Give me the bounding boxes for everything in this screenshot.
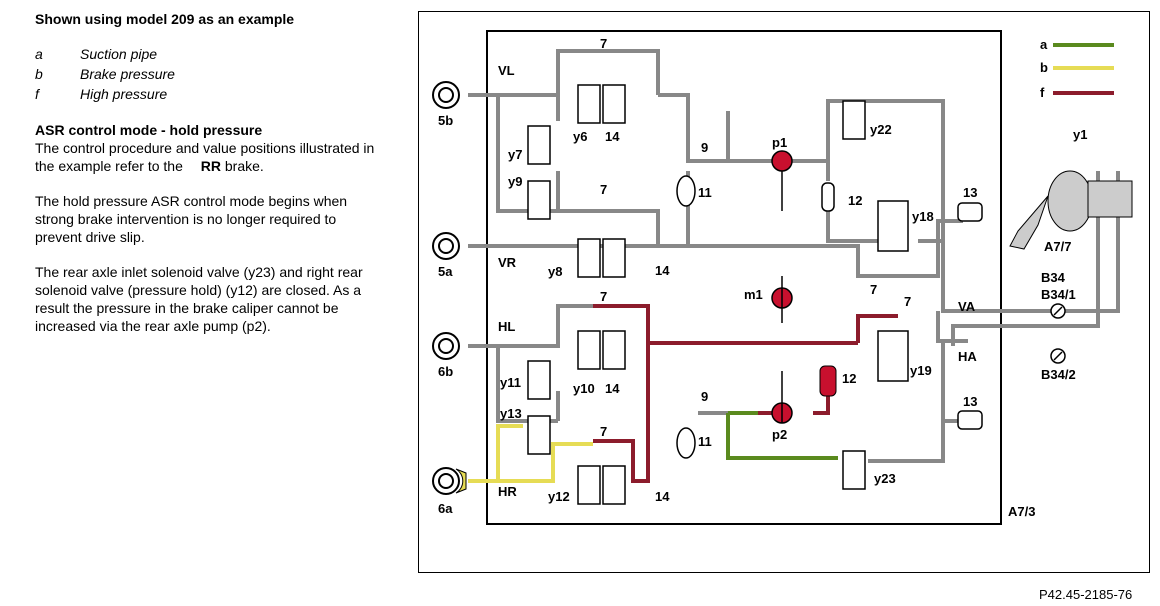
legend-key: f bbox=[35, 86, 39, 102]
label-14d: 14 bbox=[655, 489, 670, 504]
label-a7-7: A7/7 bbox=[1044, 239, 1071, 254]
section-title: ASR control mode - hold pressure bbox=[35, 122, 263, 138]
label-y7: y7 bbox=[508, 147, 522, 162]
label-ha: HA bbox=[958, 349, 977, 364]
label-y9: y9 bbox=[508, 174, 522, 189]
label-y10: y10 bbox=[573, 381, 595, 396]
label-11b: 11 bbox=[698, 434, 712, 449]
label-p1: p1 bbox=[772, 135, 787, 150]
legend-key-b: b bbox=[1040, 60, 1048, 75]
pressure-gauges bbox=[1050, 303, 1066, 364]
label-13b: 13 bbox=[963, 394, 977, 409]
label-y6: y6 bbox=[573, 129, 587, 144]
label-6b: 6b bbox=[438, 364, 453, 379]
label-y18: y18 bbox=[912, 209, 934, 224]
label-vr: VR bbox=[498, 255, 517, 270]
brake-pressure-pipes bbox=[468, 424, 593, 483]
hydraulic-diagram: a b f bbox=[418, 11, 1150, 573]
label-y1: y1 bbox=[1073, 127, 1087, 142]
label-vl: VL bbox=[498, 63, 515, 78]
label-12b: 12 bbox=[842, 371, 856, 386]
label-y22: y22 bbox=[870, 122, 892, 137]
label-11a: 11 bbox=[698, 185, 712, 200]
legend-item: a Suction pipe bbox=[35, 44, 385, 64]
label-y23: y23 bbox=[874, 471, 896, 486]
legend-key-f: f bbox=[1040, 85, 1045, 100]
legend-list: a Suction pipe b Brake pressure f High p… bbox=[35, 44, 385, 104]
figure-reference: P42.45-2185-76 bbox=[1039, 587, 1133, 602]
paragraph-1-end: brake. bbox=[224, 158, 264, 174]
label-va: VA bbox=[958, 299, 976, 314]
label-y8: y8 bbox=[548, 264, 562, 279]
description-column: Shown using model 209 as an example a Su… bbox=[35, 10, 385, 335]
label-y11: y11 bbox=[500, 375, 521, 390]
solenoid-valves bbox=[527, 84, 909, 505]
paragraph-2: The hold pressure ASR control mode begin… bbox=[35, 193, 348, 245]
label-6a: 6a bbox=[438, 501, 453, 516]
page-title: Shown using model 209 as an example bbox=[35, 11, 295, 27]
label-hr: HR bbox=[498, 484, 517, 499]
label-b34-2: B34/2 bbox=[1041, 367, 1076, 382]
diagram-labels: VL VR HL HR VA HA 5b 5a 6b 6a y7 y9 y6 1… bbox=[438, 36, 1087, 519]
label-b34-1: B34/1 bbox=[1041, 287, 1076, 302]
neutral-pipes bbox=[468, 49, 1120, 463]
label-y12: y12 bbox=[548, 489, 570, 504]
label-y19: y19 bbox=[910, 363, 932, 378]
legend-item: b Brake pressure bbox=[35, 64, 385, 84]
label-hl: HL bbox=[498, 319, 515, 334]
label-9a: 9 bbox=[701, 140, 708, 155]
label-7f: 7 bbox=[904, 294, 911, 309]
label-m1: m1 bbox=[744, 287, 763, 302]
label-7a: 7 bbox=[600, 36, 607, 51]
pumps bbox=[771, 150, 793, 424]
paragraph-1-text: The control procedure and value position… bbox=[35, 140, 375, 174]
label-a7-3: A7/3 bbox=[1008, 504, 1035, 519]
label-p2: p2 bbox=[772, 427, 787, 442]
label-9b: 9 bbox=[701, 389, 708, 404]
label-7b: 7 bbox=[600, 182, 607, 197]
label-7c: 7 bbox=[600, 289, 607, 304]
brake-booster bbox=[1009, 170, 1133, 250]
label-14a: 14 bbox=[605, 129, 620, 144]
legend-key-a: a bbox=[1040, 37, 1048, 52]
wheel-brakes bbox=[432, 81, 460, 495]
label-13a: 13 bbox=[963, 185, 977, 200]
legend-label: High pressure bbox=[80, 86, 168, 102]
legend-item: f High pressure bbox=[35, 84, 385, 104]
legend-key: a bbox=[35, 46, 43, 62]
label-5b: 5b bbox=[438, 113, 453, 128]
paragraph-1: The control procedure and value position… bbox=[35, 139, 385, 175]
label-7e: 7 bbox=[870, 282, 877, 297]
paragraph-1-bold: RR bbox=[200, 158, 221, 174]
label-b34: B34 bbox=[1041, 270, 1066, 285]
caliper-6a bbox=[455, 468, 467, 494]
legend-label: Suction pipe bbox=[80, 46, 158, 62]
label-5a: 5a bbox=[438, 264, 453, 279]
legend-key: b bbox=[35, 66, 43, 82]
hydraulic-unit-box bbox=[486, 30, 1002, 525]
label-14b: 14 bbox=[655, 263, 670, 278]
suction-pipe bbox=[726, 413, 838, 460]
damper-12-pressurised bbox=[819, 365, 837, 397]
paragraph-3: The rear axle inlet solenoid valve (y23)… bbox=[35, 264, 363, 334]
diagram-legend: a b f bbox=[1040, 37, 1114, 100]
label-y13: y13 bbox=[500, 406, 522, 421]
label-14c: 14 bbox=[605, 381, 620, 396]
label-7d: 7 bbox=[600, 424, 607, 439]
legend-label: Brake pressure bbox=[80, 66, 175, 82]
label-12a: 12 bbox=[848, 193, 862, 208]
accumulators bbox=[676, 175, 983, 459]
